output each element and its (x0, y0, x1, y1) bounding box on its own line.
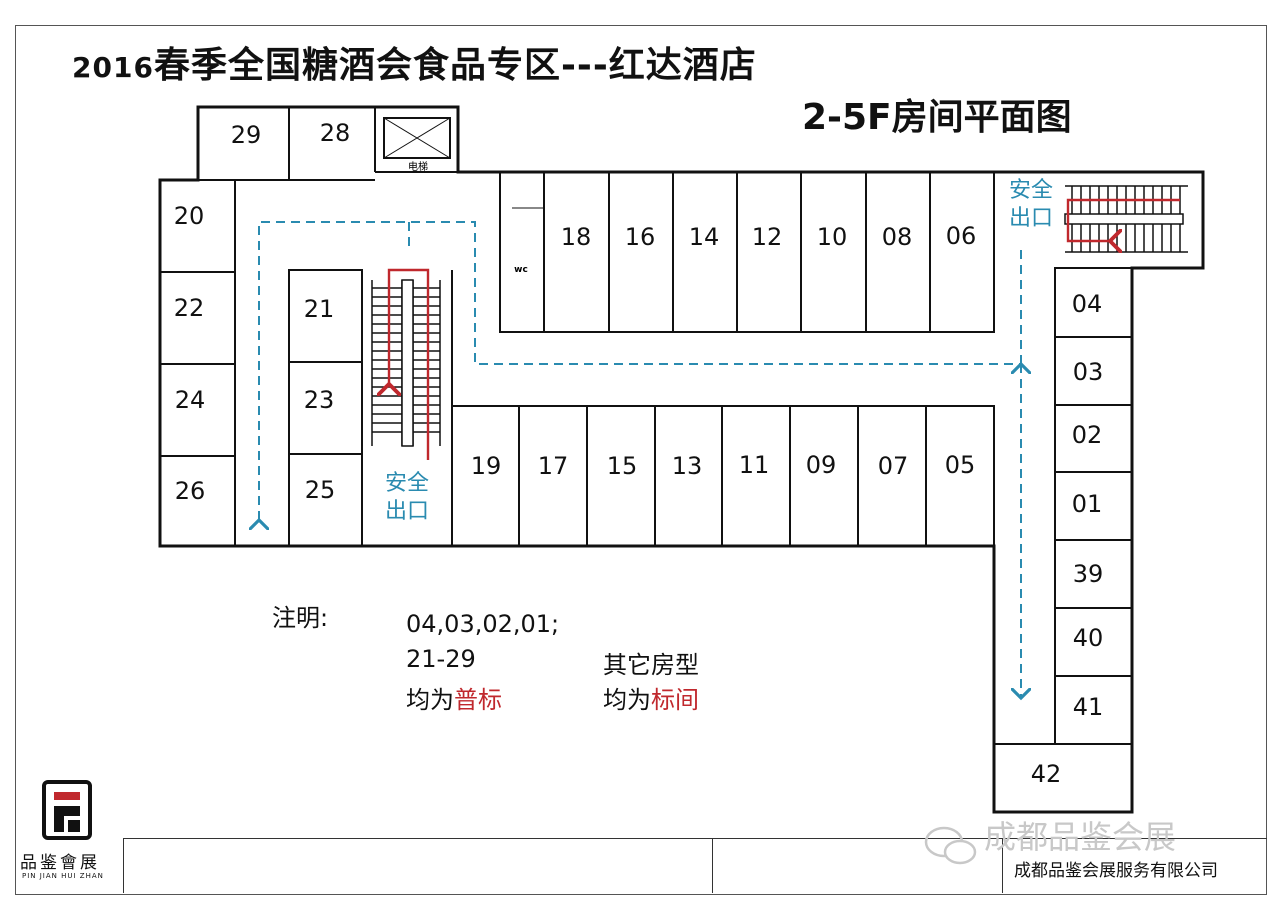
room-number-17: 17 (538, 452, 569, 480)
title-year: 2016 (72, 51, 154, 84)
room-number-07: 07 (878, 452, 909, 480)
room-number-20: 20 (174, 202, 205, 230)
room-number-04: 04 (1072, 290, 1103, 318)
exit-label-left-1: 安全 (385, 471, 429, 496)
notes-range: 21-29 (406, 645, 476, 673)
room-number-03: 03 (1073, 358, 1104, 386)
room-number-40: 40 (1073, 624, 1104, 652)
page-frame (15, 25, 1267, 895)
notes-equal-left: 均为 (406, 686, 454, 714)
room-number-39: 39 (1073, 560, 1104, 588)
wc-label: wc (514, 265, 528, 275)
room-number-14: 14 (689, 223, 720, 251)
notes-type-left: 均为普标 (406, 680, 502, 715)
elevator-label: 电梯 (408, 160, 428, 173)
evacuation-route (259, 221, 1021, 698)
company-name: 成都品鉴会展服务有限公司 (1014, 861, 1218, 881)
room-number-42: 42 (1031, 760, 1062, 788)
room-number-28: 28 (320, 119, 351, 147)
brand-logo-icon (42, 780, 92, 840)
brand-pinyin: PIN JIAN HUI ZHAN (22, 872, 104, 880)
room-number-10: 10 (817, 223, 848, 251)
room-number-26: 26 (175, 477, 206, 505)
room-number-23: 23 (304, 386, 335, 414)
page-title: 2016春季全国糖酒会食品专区---红达酒店 (72, 36, 757, 88)
room-number-24: 24 (175, 386, 206, 414)
room-number-09: 09 (806, 451, 837, 479)
stairwell-left (371, 268, 441, 460)
room-number-13: 13 (672, 452, 703, 480)
room-number-19: 19 (471, 452, 502, 480)
room-number-05: 05 (945, 451, 976, 479)
exit-label-left-2: 出口 (385, 499, 429, 524)
notes-twin-type: 标间 (651, 686, 699, 714)
notes-equal-right: 均为 (603, 686, 651, 714)
room-number-06: 06 (946, 222, 977, 250)
room-number-15: 15 (607, 452, 638, 480)
wechat-icon (924, 826, 977, 865)
room-number-25: 25 (305, 476, 336, 504)
room-number-08: 08 (882, 223, 913, 251)
page-subtitle: 2-5F房间平面图 (802, 97, 1072, 138)
room-number-12: 12 (752, 223, 783, 251)
room-number-21: 21 (304, 295, 335, 323)
footer-box (123, 838, 1267, 893)
room-number-02: 02 (1072, 421, 1103, 449)
room-number-41: 41 (1073, 693, 1104, 721)
room-number-16: 16 (625, 223, 656, 251)
exit-label-right-1: 安全 (1009, 178, 1053, 203)
notes-standard-type: 普标 (454, 686, 502, 714)
notes-label: 注明: (272, 604, 329, 632)
notes-rooms-list: 04,03,02,01; (406, 610, 560, 638)
room-number-01: 01 (1072, 490, 1103, 518)
watermark-text: 成都品鉴会展 (984, 818, 1177, 856)
room-number-18: 18 (561, 223, 592, 251)
title-main: 春季全国糖酒会食品专区---红达酒店 (153, 45, 757, 86)
stairwell-right (1064, 185, 1188, 252)
footer-divider (712, 838, 713, 893)
footer-divider (1002, 838, 1003, 893)
notes-other-types: 其它房型 (603, 651, 699, 679)
room-number-22: 22 (174, 294, 205, 322)
notes-type-right: 均为标间 (603, 680, 699, 715)
brand-name: 品鉴會展 (20, 853, 100, 873)
exit-label-right-2: 出口 (1009, 206, 1053, 231)
room-number-11: 11 (739, 451, 770, 479)
room-number-29: 29 (231, 121, 262, 149)
